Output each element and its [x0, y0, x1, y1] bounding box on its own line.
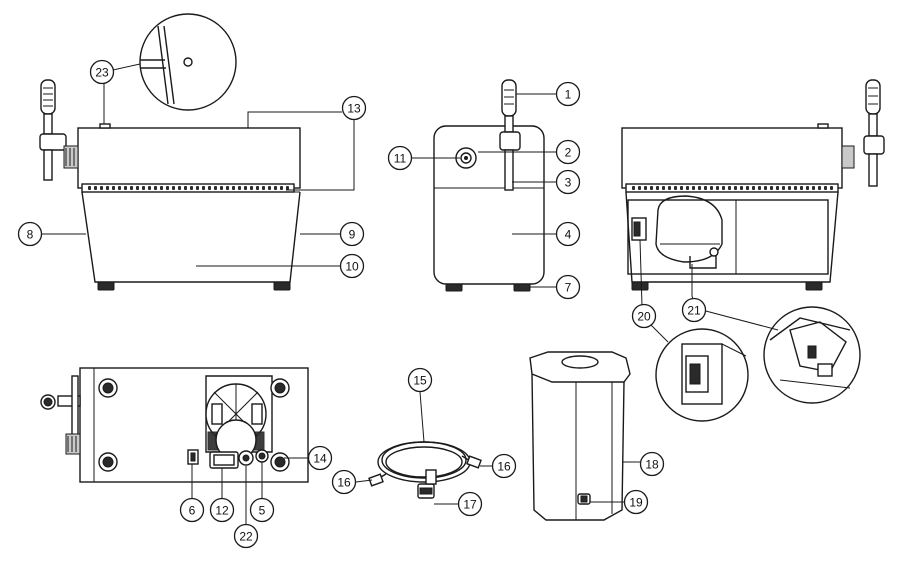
callout-number: 23 — [95, 66, 109, 80]
callout-17: 17 — [457, 491, 483, 517]
callout-21: 21 — [681, 297, 707, 323]
callout-number: 22 — [239, 530, 253, 544]
callout-number: 14 — [313, 452, 327, 466]
callout-number: 6 — [189, 504, 196, 518]
callout-number: 15 — [413, 374, 427, 388]
callout-16: 16 — [491, 453, 517, 479]
hose-assembly — [368, 441, 482, 499]
callout-18: 18 — [639, 451, 665, 477]
callout-number: 11 — [394, 152, 407, 166]
callout-number: 3 — [565, 176, 572, 190]
callout-number: 20 — [637, 310, 651, 324]
callout-22: 22 — [233, 523, 259, 549]
callout-number: 2 — [565, 146, 572, 160]
callout-number: 9 — [349, 228, 356, 242]
callout-number: 7 — [565, 281, 572, 295]
water-container — [529, 351, 631, 521]
callout-14: 14 — [307, 445, 333, 471]
callout-5: 5 — [249, 497, 275, 523]
callout-9: 9 — [339, 221, 365, 247]
leader-lines — [42, 84, 695, 524]
callout-number: 5 — [259, 504, 266, 518]
callout-11: 11 — [387, 145, 413, 171]
callout-number: 4 — [565, 228, 572, 242]
callout-number: 10 — [345, 260, 359, 274]
callout-2: 2 — [555, 139, 581, 165]
callout-number: 21 — [687, 304, 701, 318]
front-view — [433, 79, 545, 292]
bottom-view — [40, 367, 309, 483]
callout-8: 8 — [17, 221, 43, 247]
side-view-right — [621, 79, 885, 291]
detail-view-23 — [112, 13, 237, 111]
callout-12: 12 — [209, 497, 235, 523]
callout-16: 16 — [331, 469, 357, 495]
callout-10: 10 — [339, 253, 365, 279]
callout-number: 19 — [629, 496, 643, 510]
callout-number: 16 — [497, 460, 511, 474]
callout-number: 18 — [645, 458, 659, 472]
callout-number: 12 — [215, 504, 229, 518]
callout-1: 1 — [555, 81, 581, 107]
callout-number: 13 — [347, 102, 361, 116]
callout-7: 7 — [555, 274, 581, 300]
callout-19: 19 — [623, 489, 649, 515]
callout-13: 13 — [341, 95, 367, 121]
callout-number: 1 — [565, 88, 572, 102]
detail-view-20 — [645, 319, 749, 422]
callout-6: 6 — [179, 497, 205, 523]
detail-view-21 — [701, 306, 861, 404]
callout-20: 20 — [631, 303, 657, 329]
side-view-left — [39, 79, 301, 291]
callout-23: 23 — [89, 59, 115, 85]
callout-number: 17 — [463, 498, 477, 512]
callout-number: 16 — [337, 476, 351, 490]
callout-3: 3 — [555, 169, 581, 195]
callout-15: 15 — [407, 367, 433, 393]
callout-4: 4 — [555, 221, 581, 247]
callout-number: 8 — [27, 228, 34, 242]
